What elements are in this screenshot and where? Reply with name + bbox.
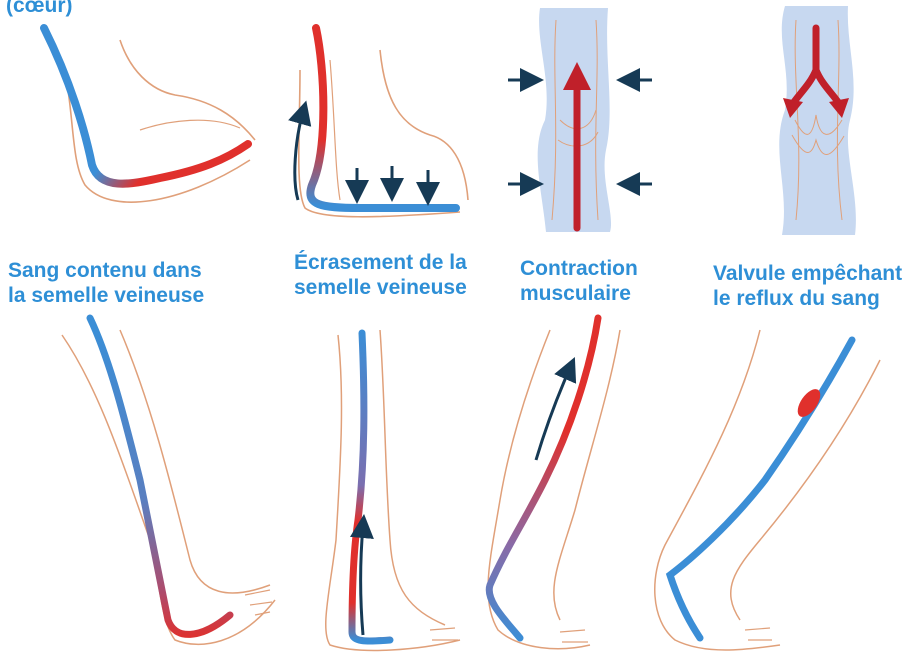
label-step-1: Sang contenu dans la semelle veineuse xyxy=(8,258,204,308)
label-step-4: Valvule empêchant le reflux du sang xyxy=(713,261,902,311)
label-coeur: (cœur) xyxy=(6,0,73,18)
label-step-2-line-1: Écrasement de la xyxy=(294,250,467,275)
vein-segment-panel-3 xyxy=(508,8,652,232)
label-step-2: Écrasement de la semelle veineuse xyxy=(294,250,467,300)
label-step-1-line-2: la semelle veineuse xyxy=(8,283,204,308)
label-step-4-line-1: Valvule empêchant xyxy=(713,261,902,286)
label-step-2-line-2: semelle veineuse xyxy=(294,275,467,300)
foot-panel-2 xyxy=(295,28,468,217)
vein-sole-2 xyxy=(310,28,456,208)
leg-panel-3 xyxy=(488,318,620,649)
arrow-up-leg-2 xyxy=(361,526,363,635)
label-step-3: Contraction musculaire xyxy=(520,256,638,306)
vein-leg-2 xyxy=(352,333,390,641)
label-step-4-line-2: le reflux du sang xyxy=(713,286,902,311)
leg-panel-2 xyxy=(326,330,460,650)
arrow-up-leg-3 xyxy=(536,368,570,460)
vein-segment-panel-4 xyxy=(779,6,856,235)
label-step-3-line-2: musculaire xyxy=(520,281,638,306)
vein-leg-4 xyxy=(670,340,852,638)
label-step-3-line-1: Contraction xyxy=(520,256,638,281)
leg-panel-4 xyxy=(655,330,880,650)
foot-panel-1 xyxy=(44,28,255,202)
vein-sole-1 xyxy=(44,28,248,184)
vein-leg-3 xyxy=(489,318,598,638)
label-step-1-line-1: Sang contenu dans xyxy=(8,258,204,283)
leg-panel-1 xyxy=(62,318,275,644)
